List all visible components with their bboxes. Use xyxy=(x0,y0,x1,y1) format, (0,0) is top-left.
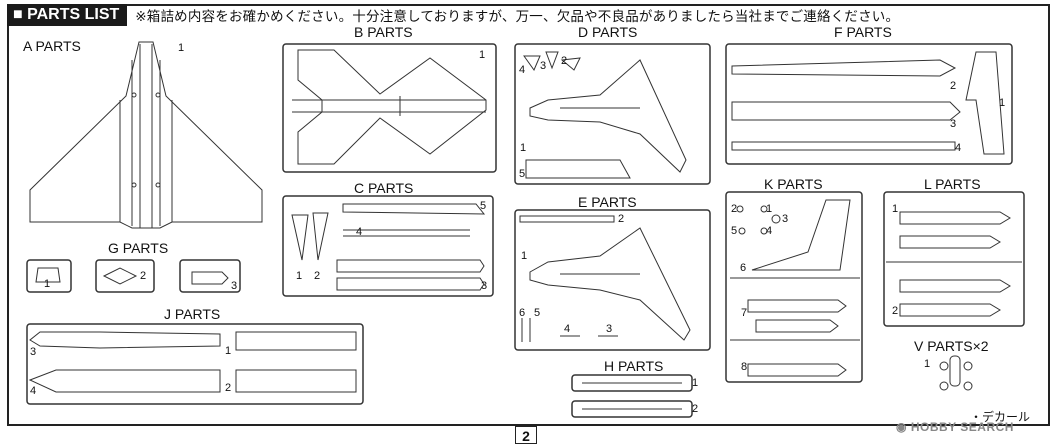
k-sprue xyxy=(725,191,863,383)
l-parts-label: L PARTS xyxy=(924,176,981,192)
f-part-num-2: 2 xyxy=(950,80,957,92)
e-part-num-5: 5 xyxy=(534,307,541,319)
h-sprue-1 xyxy=(571,374,693,392)
d-part-num-5: 5 xyxy=(519,168,526,180)
h-part-num-2: 2 xyxy=(692,403,699,415)
d-parts-label: D PARTS xyxy=(578,24,638,40)
page-number: 2 xyxy=(515,426,537,444)
header-note: ※箱詰め内容をお確かめください。十分注意しておりますが、万一、欠品や不良品があり… xyxy=(135,9,900,25)
f-parts-label: F PARTS xyxy=(834,24,892,40)
l-part-num-2: 2 xyxy=(892,305,899,317)
e-parts xyxy=(519,215,691,342)
d-sprue xyxy=(514,43,711,185)
h-part-num-1: 1 xyxy=(692,377,699,389)
e-part-num-3: 3 xyxy=(606,323,613,335)
f-part-num-3: 3 xyxy=(950,118,957,130)
d-part-num-3: 3 xyxy=(540,60,547,72)
g-sprue-2 xyxy=(95,259,155,293)
f-parts xyxy=(731,51,1005,155)
c-part-num-2: 2 xyxy=(314,270,321,282)
j-part-num-4: 4 xyxy=(30,385,37,397)
v-parts xyxy=(939,355,973,391)
k-part-num-1: 1 xyxy=(766,203,773,215)
c-part-num-1: 1 xyxy=(296,270,303,282)
a-parts-label: A PARTS xyxy=(23,38,81,54)
g-part-num-2: 2 xyxy=(140,270,147,282)
g-part-num-3: 3 xyxy=(231,280,238,292)
f-part-num-4: 4 xyxy=(955,142,962,154)
d-part-num-2: 2 xyxy=(561,55,568,67)
b-parts-label: B PARTS xyxy=(354,24,413,40)
k-part-num-7: 7 xyxy=(741,307,748,319)
a-part-wing xyxy=(29,41,263,229)
h-parts xyxy=(582,382,682,410)
parts-list-frame xyxy=(7,4,1050,426)
k-part-num-5: 5 xyxy=(731,225,738,237)
k-parts-label: K PARTS xyxy=(764,176,823,192)
k-part-num-6: 6 xyxy=(740,262,747,274)
f-part-num-1: 1 xyxy=(999,97,1006,109)
k-part-num-2: 2 xyxy=(731,203,738,215)
f-sprue xyxy=(725,43,1013,165)
c-parts-label: C PARTS xyxy=(354,180,414,196)
h-parts-label: H PARTS xyxy=(604,358,664,374)
e-sprue xyxy=(514,209,711,351)
k-part-num-4: 4 xyxy=(766,225,773,237)
k-part-num-3: 3 xyxy=(782,213,789,225)
e-parts-label: E PARTS xyxy=(578,194,637,210)
parts-list-title: ■ PARTS LIST xyxy=(7,4,128,26)
k-part-num-8: 8 xyxy=(741,361,748,373)
title-text: PARTS LIST xyxy=(27,6,120,23)
h-sprue-2 xyxy=(571,400,693,418)
d-part-num-4: 4 xyxy=(519,64,526,76)
g-sprue-3 xyxy=(179,259,241,293)
c-sprue xyxy=(282,195,494,297)
j-part-num-3: 3 xyxy=(30,346,37,358)
g-parts-label: G PARTS xyxy=(108,240,169,256)
c-parts xyxy=(291,203,486,291)
watermark-text: HOBBY SEARCH xyxy=(910,420,1014,434)
e-part-num-4: 4 xyxy=(564,323,571,335)
c-part-num-4: 4 xyxy=(356,226,363,238)
j-parts xyxy=(28,331,357,393)
e-part-num-2: 2 xyxy=(618,213,625,225)
e-part-num-1: 1 xyxy=(521,250,528,262)
g-parts xyxy=(35,267,229,285)
watermark: ◉ HOBBY SEARCH xyxy=(896,420,1014,434)
d-parts xyxy=(523,51,687,179)
j-part-num-2: 2 xyxy=(225,382,232,394)
j-parts-label: J PARTS xyxy=(164,306,221,322)
l-part-num-1: 1 xyxy=(892,203,899,215)
decal-label: ・デカール xyxy=(970,410,1031,424)
b-sprue xyxy=(282,43,497,173)
l-sprue xyxy=(883,191,1025,327)
k-parts xyxy=(730,199,860,377)
j-sprue xyxy=(26,323,364,405)
e-part-num-6: 6 xyxy=(519,307,526,319)
g-sprue-1 xyxy=(26,259,72,293)
b-part-num-1: 1 xyxy=(479,49,486,61)
d-part-num-1: 1 xyxy=(520,142,527,154)
j-part-num-1: 1 xyxy=(225,345,232,357)
g-part-num-1: 1 xyxy=(44,278,51,290)
v-parts-label: V PARTS×2 xyxy=(914,338,989,354)
b-part-wing xyxy=(292,49,487,165)
a-part-num-1: 1 xyxy=(178,42,185,54)
v-part-num-1: 1 xyxy=(924,358,931,370)
c-part-num-5: 5 xyxy=(480,200,487,212)
c-part-num-3: 3 xyxy=(481,280,488,292)
l-parts xyxy=(886,211,1022,317)
header: ■ PARTS LIST ※箱詰め内容をお確かめください。十分注意しておりますが… xyxy=(7,4,899,26)
